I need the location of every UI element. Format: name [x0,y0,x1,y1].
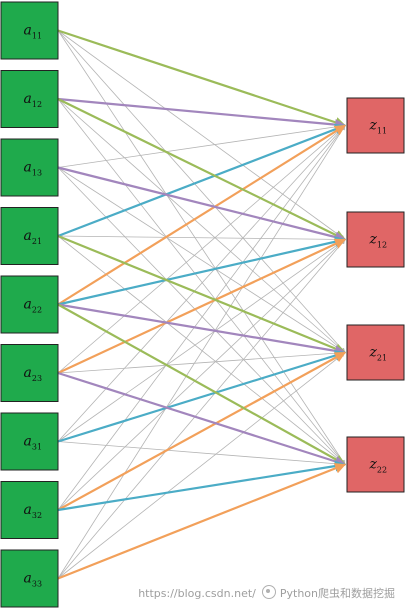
highlight-edge-a21-z21 [57,234,347,354]
highlight-edge-a22-z21 [57,303,347,357]
highlight-edge-a12-z12 [57,98,346,241]
input-node-a31-subscript: 31 [32,443,42,452]
watermark: https://blog.csdn.net/Python爬虫和数据挖掘 [138,585,395,601]
edge-a31-z12 [57,239,346,442]
highlight-edge-a22-z22 [57,303,346,466]
input-node-a13-subscript: 13 [32,169,42,178]
highlight-edge-a11-z11 [57,29,347,128]
input-node-a23-subscript: 23 [32,374,42,383]
input-node-a32-subscript: 32 [32,511,42,520]
input-node-a21 [0,207,59,265]
edge-a31-z11 [57,125,346,442]
highlight-edge-a13-z12 [57,166,347,243]
highlight-edge-a32-z22 [57,460,347,512]
output-node-z11 [346,97,405,154]
highlight-edge-a32-z21 [57,351,346,511]
watermark-url: https://blog.csdn.net/ [138,587,256,600]
highlight-edge-a12-z11 [57,97,347,131]
input-node-a31 [0,412,59,471]
input-node-a11 [0,1,59,60]
edge-a32-z11 [57,125,346,511]
input-node-a22-subscript: 22 [32,306,42,315]
edge-a13-z22 [57,167,346,465]
input-node-a22 [0,275,59,334]
highlighted-edges [57,29,347,580]
edge-a33-z21 [57,352,346,579]
highlight-edge-a23-z22 [57,371,347,467]
output-node-z22 [346,436,405,493]
edge-a33-z12 [57,239,346,579]
edge-a12-z22 [57,98,346,465]
highlight-edge-a23-z12 [57,238,346,374]
input-node-a12 [0,70,59,128]
edge-a32-z12 [57,239,346,511]
edge-a13-z11 [57,123,346,168]
highlight-edge-a22-z12 [57,236,347,306]
output-node-z11-subscript: 11 [377,127,387,136]
input-node-a12-subscript: 12 [32,100,42,109]
output-node-z21-subscript: 21 [377,354,387,363]
edge-a23-z21 [57,350,346,374]
highlight-edge-a22-z11 [57,124,346,306]
edge-a11-z21 [57,30,346,353]
watermark-account: Python爬虫和数据挖掘 [279,587,395,600]
input-node-a13 [0,138,59,197]
output-node-z21 [346,324,405,381]
input-node-a33-subscript: 33 [32,580,42,589]
edge-a11-z12 [57,30,346,240]
highlight-edge-a33-z22 [57,463,347,580]
edge-a13-z21 [57,167,346,353]
input-node-a21-subscript: 21 [32,237,42,246]
wechat-icon [261,585,276,599]
input-node-a23 [0,344,59,402]
edge-a21-z12 [57,235,346,242]
input-node-a32 [0,481,59,539]
input-node-a11-subscript: 11 [32,32,42,41]
highlight-edge-a21-z11 [57,123,347,238]
output-node-z22-subscript: 22 [377,466,387,475]
edge-a12-z21 [57,98,346,353]
edge-a31-z22 [57,441,346,467]
edge-a11-z22 [57,30,346,465]
input-node-a33 [0,549,59,608]
output-node-z12-subscript: 12 [377,241,387,250]
output-node-z12 [346,211,405,268]
highlight-edge-a31-z21 [57,350,347,443]
